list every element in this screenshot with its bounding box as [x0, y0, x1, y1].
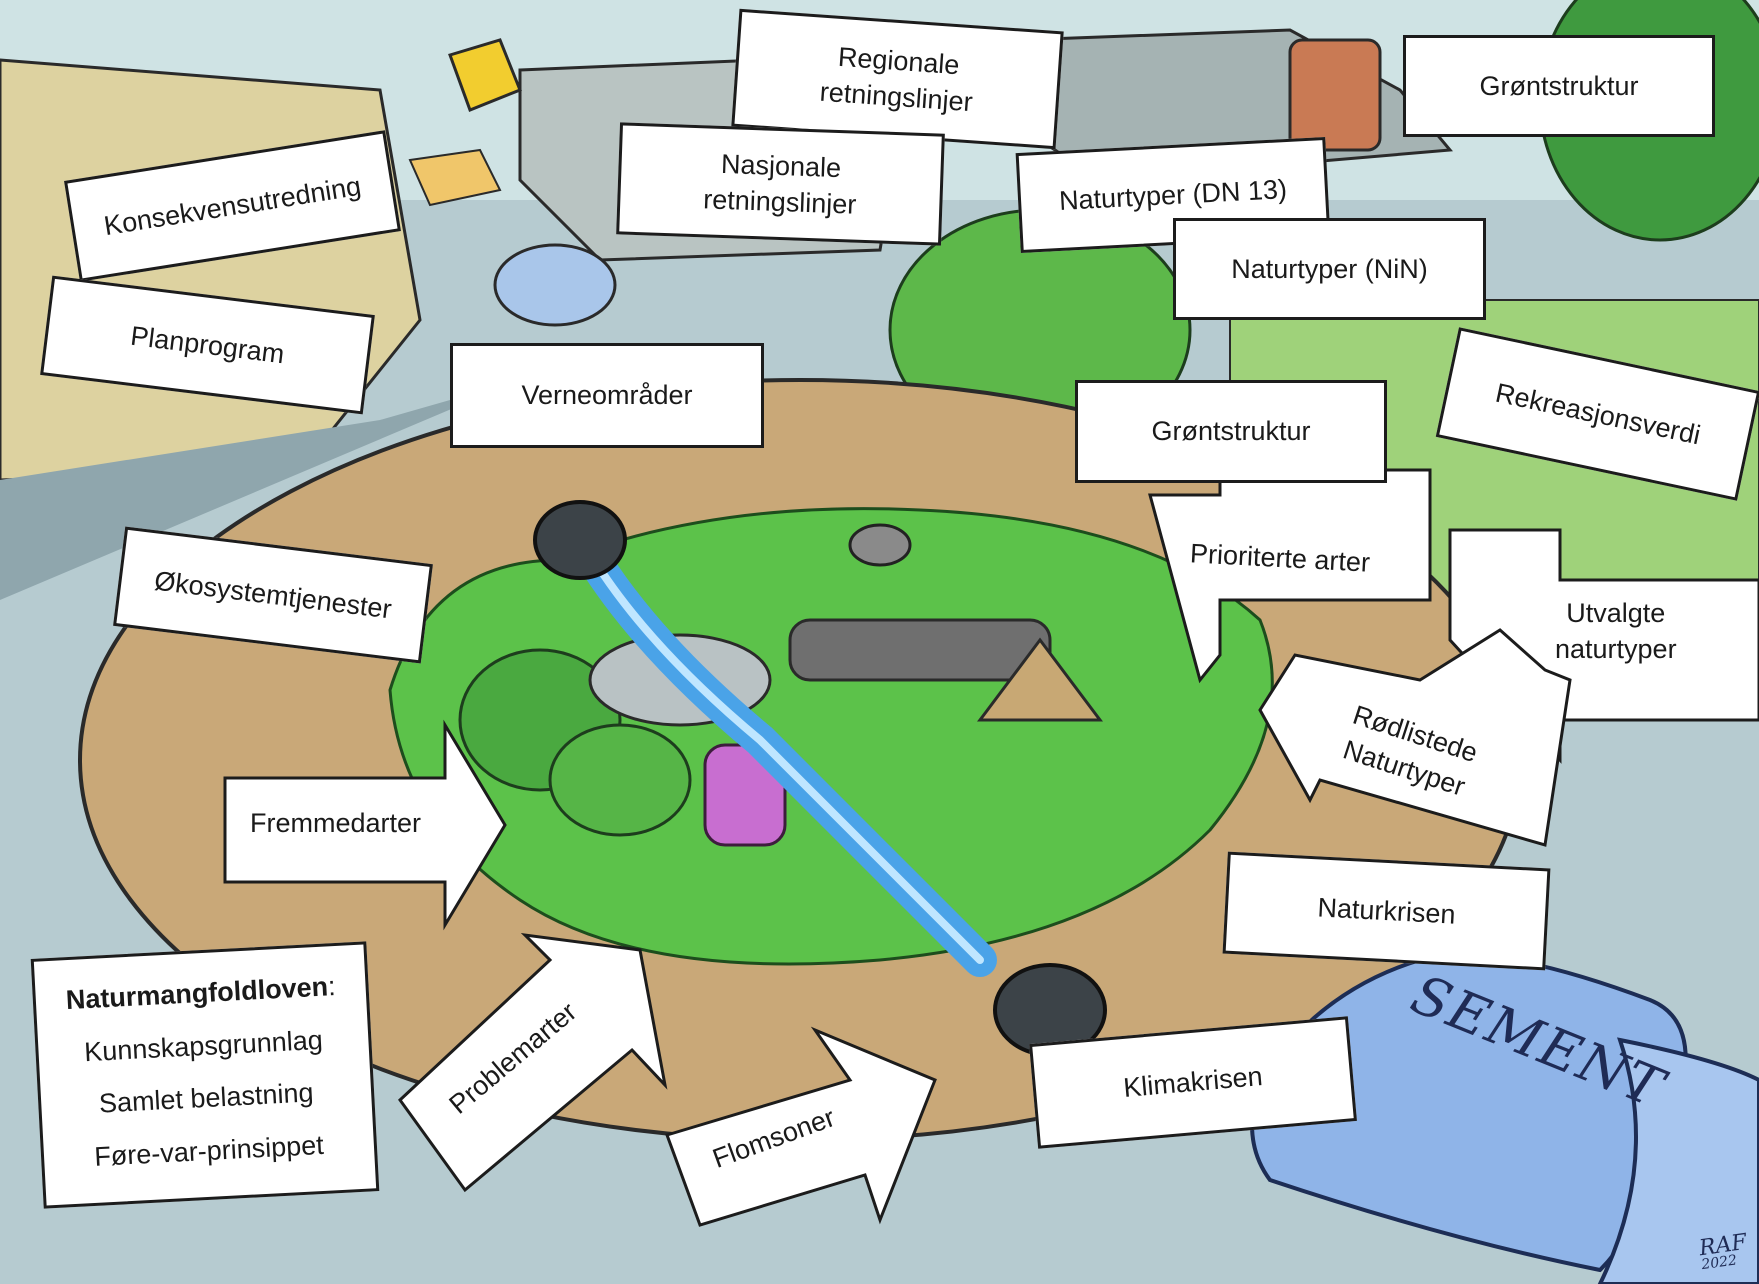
artist-signature: RAF 2022: [1698, 1230, 1750, 1273]
arrow-text-line: naturtyper: [1555, 634, 1677, 665]
label-nasjonale-retningslinjer: Nasjonale retningslinjer: [616, 122, 945, 246]
arrow-problemarter: [398, 932, 668, 1193]
label-text: Rekreasjonsverdi: [1492, 377, 1704, 451]
label-naturkrisen: Naturkrisen: [1222, 851, 1551, 971]
arrow-fremmedarter: [223, 719, 507, 931]
ant-hill: [977, 637, 1103, 722]
label-line: retningslinjer: [702, 184, 857, 220]
lumber-stack: [408, 148, 502, 207]
arrow-prioriterte-arter: [1148, 468, 1432, 684]
label-verneomrader: Verneområder: [450, 343, 764, 448]
arrow-label-fremmedarter: Fremmedarter: [250, 805, 421, 841]
law-title: Naturmangfoldloven: [65, 971, 329, 1016]
excavator-icon: [448, 38, 522, 112]
arrow-label-utvalgte-naturtyper: Utvalgte naturtyper: [1555, 595, 1677, 668]
bag-small-icon: [493, 243, 617, 327]
rabbit-icon: [848, 523, 912, 567]
label-text: Naturtyper (NiN): [1231, 253, 1428, 284]
label-text: Grøntstruktur: [1151, 416, 1311, 447]
grass-island: [388, 507, 1274, 966]
label-gronnstruktur-mid: Grøntstruktur: [1075, 380, 1387, 483]
cable-reel: [1288, 38, 1382, 152]
label-naturtyper-nin: Naturtyper (NiN): [1173, 218, 1486, 320]
arrow-rodlistede-naturtyper: [1258, 628, 1572, 847]
arrow-text: Prioriterte arter: [1189, 538, 1371, 578]
label-text: Grøntstruktur: [1479, 70, 1639, 101]
dead-log: [788, 618, 1052, 682]
law-title-colon: :: [327, 971, 337, 1002]
bush: [548, 723, 692, 837]
inlet-pipe-icon: [533, 500, 627, 580]
label-line: Nasjonale: [720, 148, 842, 183]
label-text: Økosystemtjenester: [152, 565, 394, 625]
label-text: Naturtyper (DN 13): [1058, 173, 1288, 216]
label-gronnstruktur-top: Grøntstruktur: [1403, 35, 1715, 137]
arrow-flomsoner: [665, 1026, 937, 1227]
arrow-text: Fremmedarter: [250, 808, 422, 838]
naturmangfoldloven-box: Naturmangfoldloven: Kunnskapsgrunnlag Sa…: [30, 941, 380, 1209]
stream-highlight: [581, 541, 984, 964]
label-text: Konsekvensutredning: [101, 170, 364, 241]
label-text: Klimakrisen: [1122, 1061, 1264, 1104]
label-text: Planprogram: [128, 320, 287, 370]
label-text: Naturkrisen: [1316, 892, 1457, 930]
label-text: Verneområder: [521, 380, 693, 411]
arrow-text-line: Utvalgte: [1566, 598, 1666, 628]
